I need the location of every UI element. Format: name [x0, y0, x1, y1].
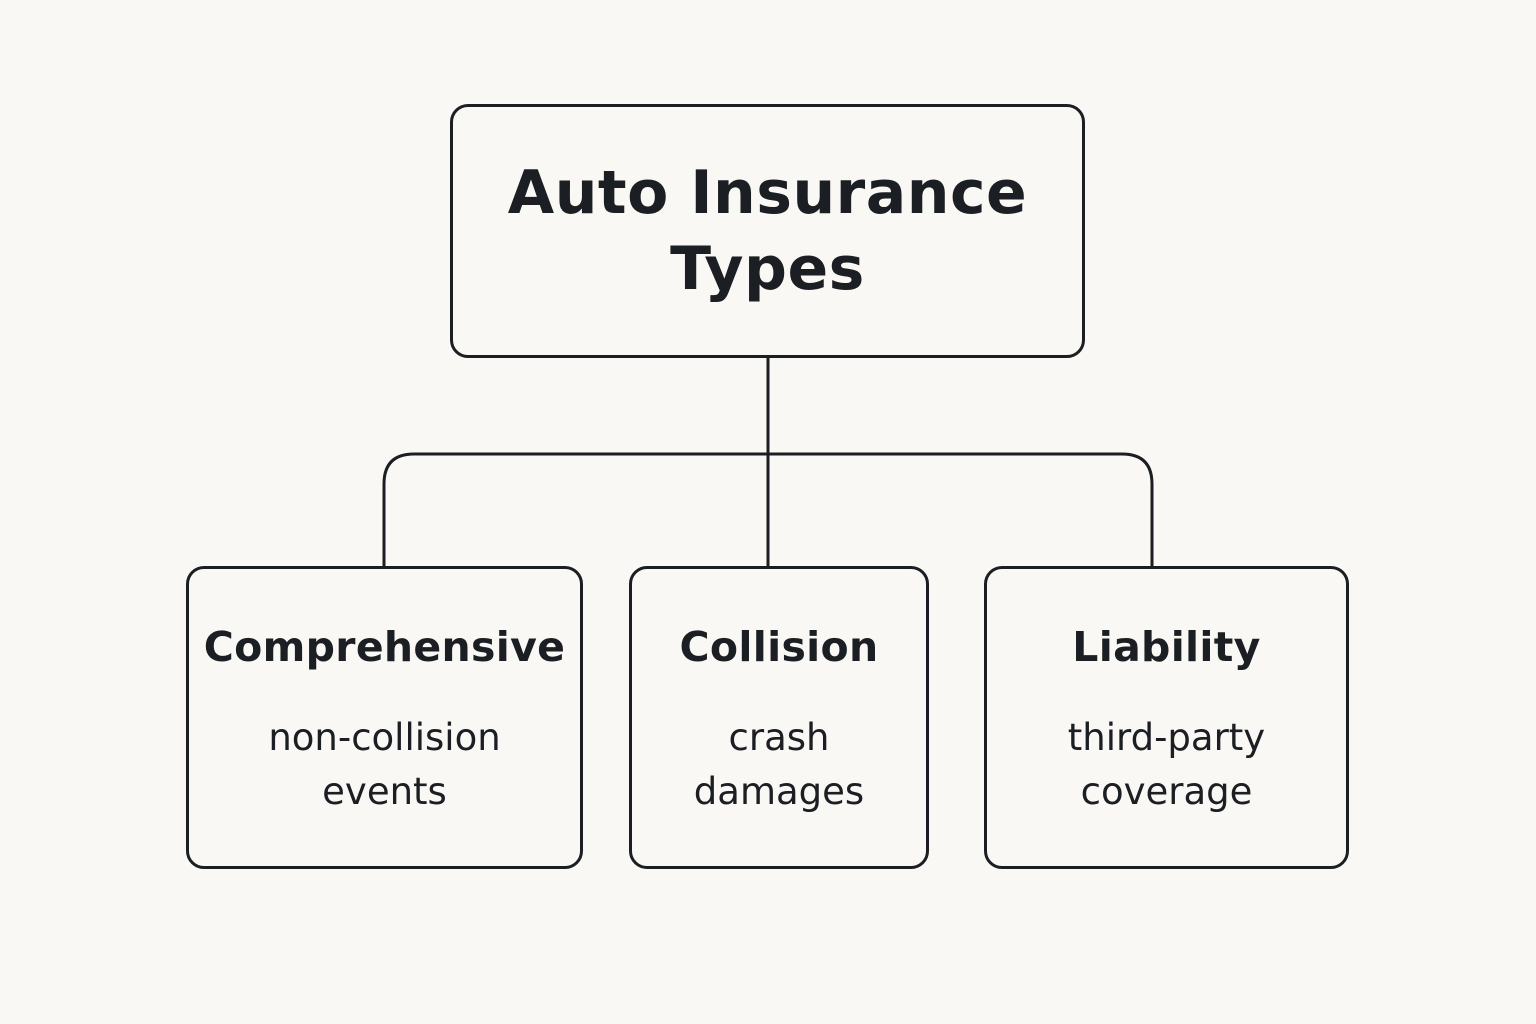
node-comprehensive: Comprehensive non-collision events [186, 566, 583, 869]
connector-bus [382, 452, 1154, 566]
node-title-liability: Liability [1072, 623, 1261, 671]
node-title-collision: Collision [679, 623, 879, 671]
root-title: Auto Insurance Types [507, 158, 1028, 304]
node-liability: Liability third-party coverage [984, 566, 1349, 869]
node-description-liability: third-party coverage [1067, 716, 1266, 813]
node-collision: Collision crash damages [629, 566, 929, 869]
node-description-collision: crash damages [693, 716, 865, 813]
root-node: Auto Insurance Types [450, 104, 1085, 358]
node-title-comprehensive: Comprehensive [203, 623, 566, 671]
node-description-comprehensive: non-collision events [268, 716, 501, 813]
